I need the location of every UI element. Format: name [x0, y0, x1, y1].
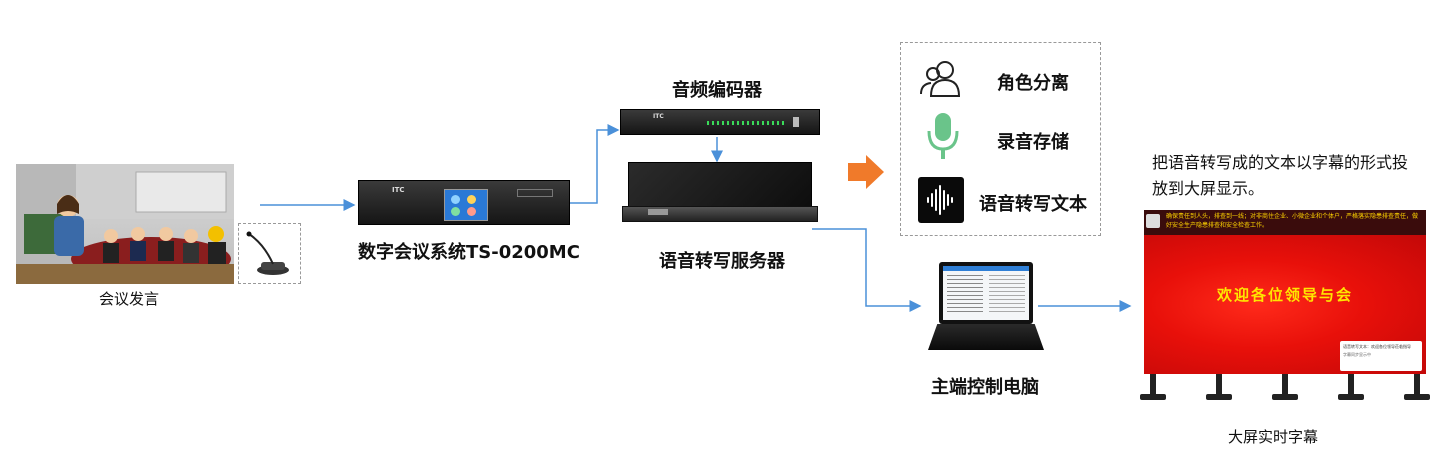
screen-body: 欢迎各位领导与会 语音转写文本：欢迎各位领导莅临指导 字幕同步显示中: [1144, 235, 1426, 374]
big-screen-display: 确保责任到人头，排查到一线；对非商住企业、小微企业和个体户，严格落实隐患排查责任…: [1144, 210, 1426, 374]
transcription-server-label: 语音转写服务器: [659, 251, 785, 272]
people-icon: [919, 58, 963, 100]
panel-line-2: 字幕同步显示中: [1343, 352, 1371, 357]
screen-headline: 欢迎各位领导与会: [1216, 286, 1353, 304]
big-screen-description-text: 把语音转写成的文本以字幕的形式投放到大屏显示。: [1152, 153, 1409, 198]
audio-encoder-label: 音频编码器: [672, 80, 762, 101]
feature-speech-to-text: 语音转写文本: [979, 194, 1087, 215]
laptop-screen: [943, 266, 1029, 320]
meeting-label: 会议发言: [99, 290, 160, 308]
audio-encoder-device: ITC: [620, 109, 820, 135]
host-pc-laptop: [926, 262, 1046, 354]
microphone-icon: [923, 113, 963, 163]
feature-role-separation: 角色分离: [997, 73, 1069, 94]
meeting-scene-image: [16, 164, 234, 284]
conference-system-label: 数字会议系统TS-0200MC: [358, 242, 580, 263]
host-pc-label: 主端控制电脑: [931, 377, 1039, 398]
touch-screen: [444, 189, 488, 221]
feature-recording-storage: 录音存储: [997, 132, 1069, 153]
arrow-server-to-pc: [812, 228, 922, 312]
screen-ticker: 确保责任到人头，排查到一线；对非商住企业、小微企业和个体户，严格落实隐患排查责任…: [1144, 210, 1426, 235]
arrow-system-to-encoder: [570, 124, 620, 204]
brand-logo: ITC: [392, 186, 405, 194]
panel-line-1: 语音转写文本：欢迎各位领导莅临指导: [1343, 344, 1411, 349]
laptop-keyboard: [928, 324, 1044, 350]
encoder-brand-logo: ITC: [653, 113, 664, 120]
orange-arrow: [848, 155, 884, 189]
transcription-server-device: [622, 162, 818, 222]
big-screen-label: 大屏实时字幕: [1228, 428, 1319, 446]
big-screen-description: 把语音转写成的文本以字幕的形式投放到大屏显示。: [1152, 150, 1417, 202]
encoder-leds: [707, 121, 787, 125]
waveform-icon: [918, 177, 964, 223]
features-box: 角色分离 录音存储 语音转写文本: [900, 42, 1101, 236]
microphone-box: [238, 223, 301, 284]
conference-system-device: ITC: [358, 180, 570, 225]
screen-stands: [1136, 374, 1436, 402]
screen-ticker-text: 确保责任到人头，排查到一线；对非商住企业、小微企业和个体户，严格落实隐患排查责任…: [1166, 213, 1419, 229]
screen-subtitle-panel: 语音转写文本：欢迎各位领导莅临指导 字幕同步显示中: [1340, 341, 1422, 371]
